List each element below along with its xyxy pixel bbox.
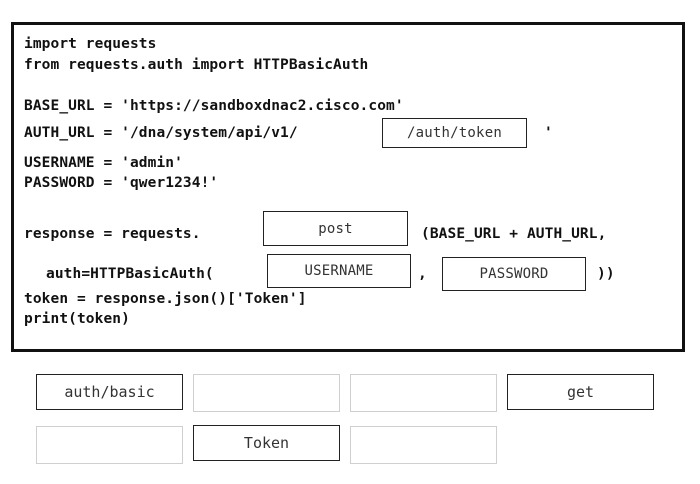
option-tile-get[interactable]: get	[507, 374, 654, 410]
drop-target-method[interactable]: post	[263, 211, 408, 246]
option-tile-auth-basic[interactable]: auth/basic	[36, 374, 183, 410]
code-line-base-url: BASE_URL = 'https://sandboxdnac2.cisco.c…	[24, 98, 404, 114]
option-slot-empty[interactable]	[36, 426, 183, 464]
code-line-response-prefix: response = requests.	[24, 226, 201, 242]
drop-target-pass-arg[interactable]: PASSWORD	[442, 257, 586, 291]
code-line-auth-url-suffix: '	[544, 125, 553, 141]
code-panel: import requests from requests.auth impor…	[11, 22, 685, 352]
option-slot-empty[interactable]	[193, 374, 340, 412]
code-line-auth-comma: ,	[418, 266, 427, 282]
drop-target-user-arg[interactable]: USERNAME	[267, 254, 411, 288]
code-line-from-import: from requests.auth import HTTPBasicAuth	[24, 57, 369, 73]
code-line-token: token = response.json()['Token']	[24, 291, 307, 307]
code-line-auth-prefix: auth=HTTPBasicAuth(	[46, 266, 214, 282]
code-line-response-suffix: (BASE_URL + AUTH_URL,	[421, 226, 607, 242]
code-line-password: PASSWORD = 'qwer1234!'	[24, 175, 219, 191]
drop-target-auth-path[interactable]: /auth/token	[382, 118, 527, 148]
code-line-auth-url-prefix: AUTH_URL = '/dna/system/api/v1/	[24, 125, 298, 141]
code-line-print: print(token)	[24, 311, 130, 327]
code-line-import: import requests	[24, 36, 157, 52]
code-line-username: USERNAME = 'admin'	[24, 155, 183, 171]
option-slot-empty[interactable]	[350, 426, 497, 464]
code-line-auth-suffix: ))	[597, 266, 615, 282]
option-slot-empty[interactable]	[350, 374, 497, 412]
option-tile-token[interactable]: Token	[193, 425, 340, 461]
